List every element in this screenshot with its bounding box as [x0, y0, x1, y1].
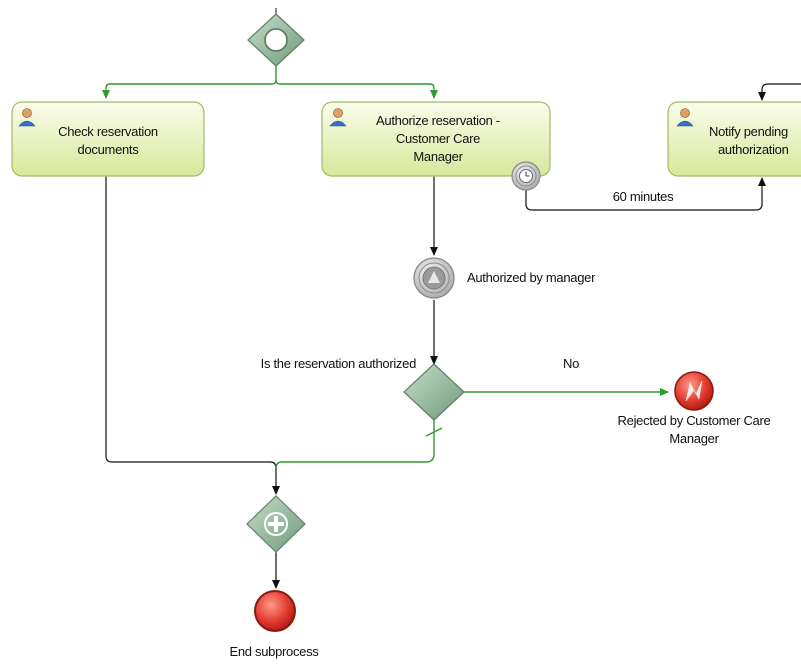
- user-icon: [18, 108, 36, 127]
- start-gateway[interactable]: [247, 13, 305, 67]
- user-icon: [329, 108, 347, 127]
- task-check-reservation[interactable]: Check reservation documents: [11, 101, 205, 177]
- authorized-by-manager-label: Authorized by manager: [467, 270, 596, 285]
- flow-check-to-join[interactable]: [105, 176, 280, 495]
- parallel-join-gateway[interactable]: [246, 495, 306, 553]
- flow-timer-to-notify[interactable]: [525, 177, 766, 211]
- clock-icon: [519, 169, 533, 183]
- task-notify-line2: authorization: [718, 142, 789, 157]
- user-icon: [676, 108, 694, 127]
- rejected-end-event[interactable]: [674, 371, 714, 411]
- task-authorize-line3: Manager: [413, 149, 463, 164]
- task-notify-pending[interactable]: Notify pending authorization: [667, 101, 801, 177]
- decision-gateway[interactable]: [403, 363, 465, 421]
- no-label: No: [563, 356, 579, 371]
- task-check-line2: documents: [78, 142, 140, 157]
- task-notify-line1: Notify pending: [709, 124, 788, 139]
- task-check-line1: Check reservation: [58, 124, 158, 139]
- decision-label: Is the reservation authorized: [261, 356, 416, 371]
- plus-icon: [268, 516, 284, 532]
- flow-loop-into-notify[interactable]: [758, 83, 801, 101]
- task-authorize-line1: Authorize reservation -: [376, 113, 500, 128]
- rejected-label-line2: Manager: [669, 431, 719, 446]
- end-subprocess-event[interactable]: [254, 590, 296, 632]
- flow-start-split[interactable]: [102, 66, 277, 99]
- timer-boundary-event[interactable]: [511, 161, 541, 191]
- end-subprocess-label: End subprocess: [229, 644, 319, 659]
- rejected-label-line1: Rejected by Customer Care: [618, 413, 771, 428]
- timer-label: 60 minutes: [613, 189, 674, 204]
- authorized-by-manager-event[interactable]: [413, 257, 455, 299]
- flow-decision-default[interactable]: [275, 420, 435, 469]
- flow-start-to-authorize[interactable]: [275, 79, 438, 99]
- task-authorize-reservation[interactable]: Authorize reservation - Customer Care Ma…: [321, 101, 551, 177]
- default-flow-marker: [425, 427, 443, 437]
- task-authorize-line2: Customer Care: [396, 131, 480, 146]
- error-icon: [685, 380, 703, 402]
